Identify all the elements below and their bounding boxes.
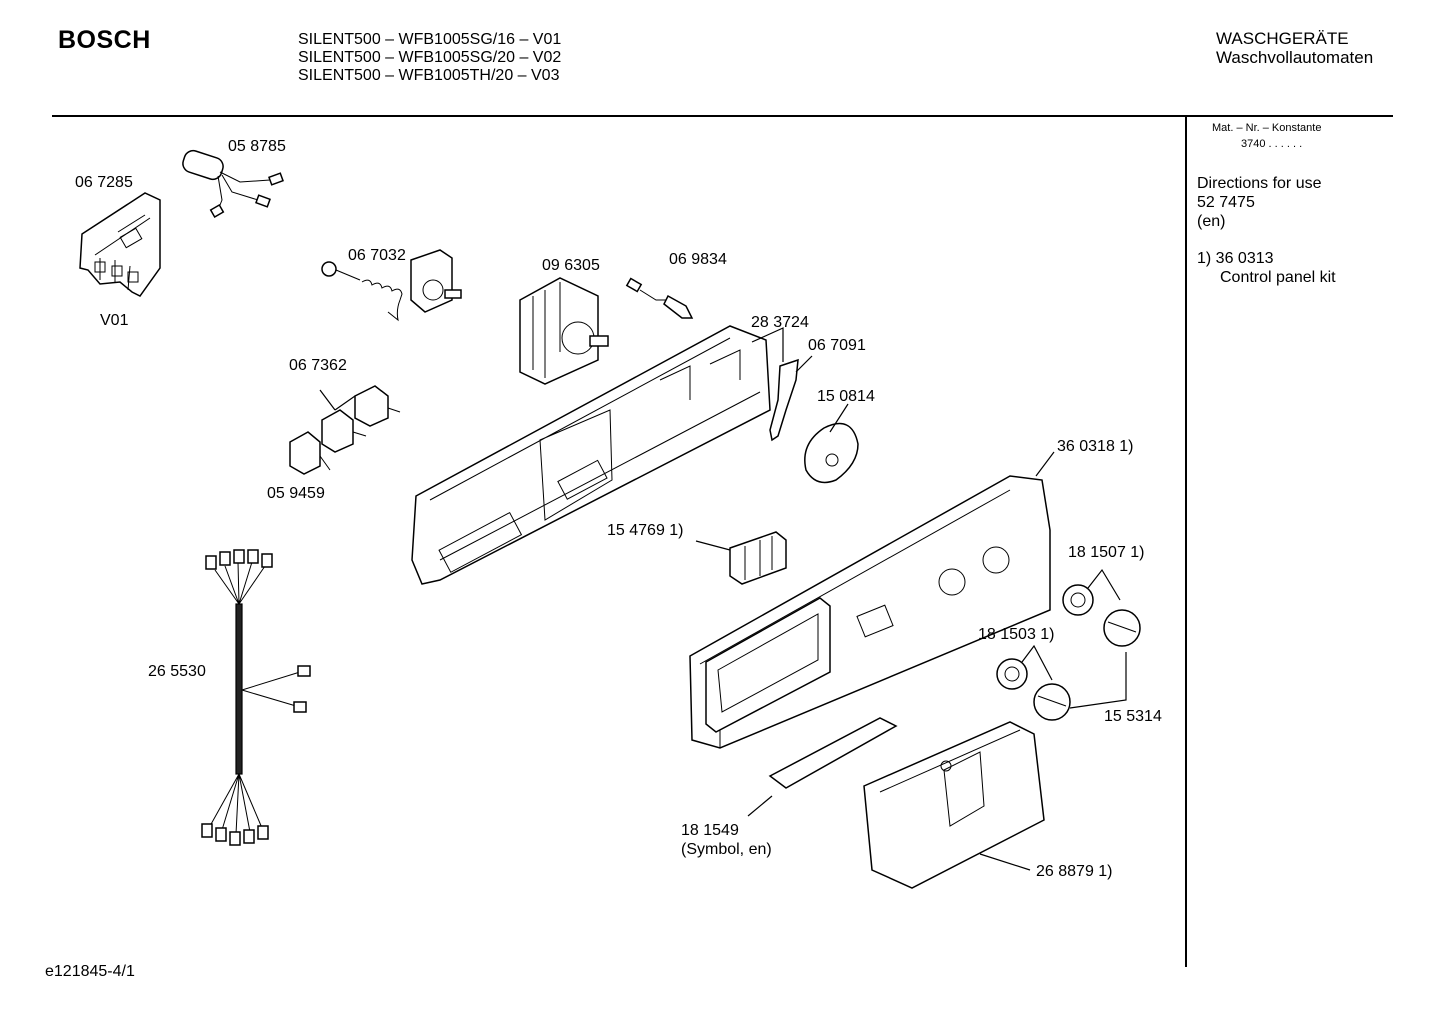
part-label-067091: 06 7091 bbox=[808, 337, 866, 354]
wiring-harness-part bbox=[201, 549, 311, 846]
symbol-strip-part bbox=[747, 717, 898, 817]
part-label-265530: 26 5530 bbox=[148, 663, 206, 680]
panel-frame-part bbox=[411, 325, 771, 585]
part-label-067032: 06 7032 bbox=[348, 247, 406, 264]
part-note-181549: (Symbol, en) bbox=[681, 841, 772, 858]
part-label-181507: 18 1507 1) bbox=[1068, 544, 1145, 561]
part-label-067362: 06 7362 bbox=[289, 357, 347, 374]
suppressor-part bbox=[182, 149, 284, 218]
control-panel-part bbox=[689, 451, 1055, 749]
sidebar-divider bbox=[1185, 117, 1187, 967]
push-switch-group bbox=[289, 385, 401, 475]
directions-number: 52 7475 bbox=[1197, 194, 1255, 211]
programmer-timer-part bbox=[519, 277, 609, 385]
part-label-181549: 18 1549 bbox=[681, 822, 739, 839]
category-subtitle: Waschvollautomaten bbox=[1216, 48, 1374, 67]
part-label-360318: 36 0318 1) bbox=[1057, 438, 1134, 455]
header-divider bbox=[52, 115, 1393, 117]
level-sensor-part bbox=[625, 277, 694, 319]
part-label-181503: 18 1503 1) bbox=[978, 626, 1055, 643]
brand-logo: BOSCH bbox=[58, 26, 151, 54]
thermostat-part bbox=[321, 249, 462, 322]
footnote-text: Control panel kit bbox=[1220, 269, 1336, 286]
selector-disc-part bbox=[804, 403, 859, 484]
button-set-part bbox=[695, 531, 787, 585]
knob-18-1503-part bbox=[996, 644, 1127, 721]
category-block: WASCHGERÄTE Waschvollautomaten bbox=[1216, 29, 1373, 67]
part-label-150814: 15 0814 bbox=[817, 388, 875, 405]
part-label-268879: 26 8879 1) bbox=[1036, 863, 1113, 880]
model-line-1: SILENT500 – WFB1005SG/16 – V01 bbox=[298, 31, 562, 48]
part-label-096305: 09 6305 bbox=[542, 257, 600, 274]
mat-number-value: 3740 . . . . . . bbox=[1241, 138, 1303, 150]
category-title: WASCHGERÄTE bbox=[1216, 29, 1349, 48]
directions-language: (en) bbox=[1197, 213, 1226, 230]
model-line-3: SILENT500 – WFB1005TH/20 – V03 bbox=[298, 67, 560, 84]
model-list: SILENT500 – WFB1005SG/16 – V01 SILENT500… bbox=[298, 31, 561, 85]
part-label-069834: 06 9834 bbox=[669, 251, 727, 268]
knob-18-1507-part bbox=[1062, 568, 1141, 647]
part-label-067285: 06 7285 bbox=[75, 174, 133, 191]
footnote-number: 1) 36 0313 bbox=[1197, 250, 1274, 267]
part-label-154769: 15 4769 1) bbox=[607, 522, 684, 539]
mat-number-label: Mat. – Nr. – Konstante bbox=[1212, 122, 1322, 134]
variant-label-v01: V01 bbox=[100, 312, 129, 329]
drawing-id: e121845-4/1 bbox=[45, 963, 135, 980]
directions-title: Directions for use bbox=[1197, 175, 1322, 192]
model-line-2: SILENT500 – WFB1005SG/20 – V02 bbox=[298, 49, 562, 66]
clip-part bbox=[751, 327, 813, 442]
part-label-283724: 28 3724 bbox=[751, 314, 809, 331]
drawer-handle-part bbox=[863, 721, 1045, 889]
part-label-058785: 05 8785 bbox=[228, 138, 286, 155]
mounting-bracket-part bbox=[79, 192, 161, 297]
part-label-155314: 15 5314 bbox=[1104, 708, 1162, 725]
part-label-059459: 05 9459 bbox=[267, 485, 325, 502]
